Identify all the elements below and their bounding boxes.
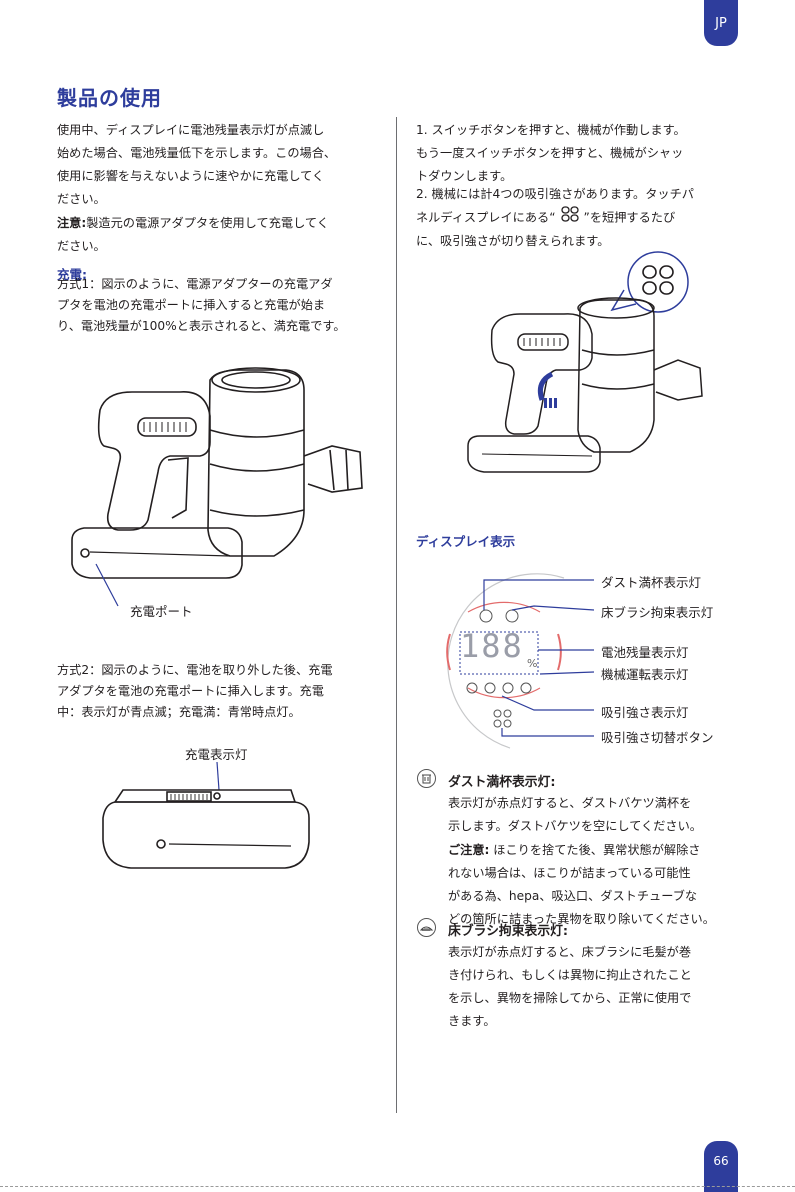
charge-indicator-label: 充電表示灯 — [185, 747, 248, 762]
charge-port-label: 充電ポート — [130, 604, 193, 619]
caution-label: ご注意: — [448, 843, 490, 857]
bottom-dotted-rule — [0, 1186, 795, 1187]
display-heading: ディスプレイ表示 — [416, 534, 516, 549]
note-label: 注意: — [57, 216, 87, 230]
brush-blocked-title: 床ブラシ拘束表示灯: — [448, 924, 569, 939]
vacuum-switch-illustration — [467, 251, 703, 473]
column-divider — [396, 117, 397, 1113]
language-tab: JP — [704, 0, 738, 46]
vacuum-charging-illustration — [71, 367, 363, 607]
page-title: 製品の使用 — [57, 86, 162, 110]
step1-paragraph: 1. スイッチボタンを押すと、機械が作動します。 もう一度スイッチボタンを押すと… — [416, 123, 686, 183]
display-panel-diagram — [446, 573, 595, 749]
floor-brush-icon — [417, 918, 436, 937]
callout-brush-blocked: 床ブラシ拘束表示灯 — [601, 605, 714, 620]
battery-digits: 188 — [460, 627, 524, 665]
brush-blocked-body: 表示灯が赤点灯すると、床ブラシに毛髪が巻 き付けられ、もしくは異物に拘止されたこ… — [448, 945, 692, 1028]
callout-dust-full: ダスト満杯表示灯 — [601, 575, 702, 590]
step2-paragraph: 2. 機械には計4つの吸引強さがあります。タッチパ ネルディスプレイにある“ ”… — [416, 187, 694, 248]
percent-sign: % — [527, 657, 538, 670]
callout-battery-level: 電池残量表示灯 — [601, 645, 689, 660]
caution-paragraph: ご注意: ほこりを捨てた後、異常状態が解除さ れない場合は、ほこりが詰まっている… — [448, 843, 715, 926]
battery-pack-illustration — [102, 762, 310, 869]
dust-full-title: ダスト満杯表示灯: — [448, 775, 556, 790]
intro-paragraph: 使用中、ディスプレイに電池残量表示灯が点滅し 始めた場合、電池残量低下を示します… — [57, 123, 337, 206]
method2-paragraph: 方式2：図示のように、電池を取り外した後、充電 アダプタを電池の充電ポートに挿入… — [57, 663, 333, 719]
page-number: 66 — [704, 1141, 738, 1192]
callout-suction-level: 吸引強さ表示灯 — [601, 705, 689, 720]
note-paragraph: 注意:製造元の電源アダプタを使用して充電してく ださい。 — [57, 216, 329, 253]
charge-heading: 充電: — [57, 267, 87, 282]
callout-suction-switch: 吸引強さ切替ボタン — [601, 730, 714, 745]
dust-full-body: 表示灯が赤点灯すると、ダストバケツ満杯を 示します。ダストバケツを空にしてくださ… — [448, 796, 702, 833]
suction-switch-icon — [556, 206, 584, 230]
dust-bin-icon — [417, 769, 436, 788]
callout-machine-running: 機械運転表示灯 — [601, 667, 689, 682]
method1-text: 方式1：図示のように、電源アダプターの充電アダ プタを電池の充電ポートに挿入する… — [57, 277, 346, 333]
